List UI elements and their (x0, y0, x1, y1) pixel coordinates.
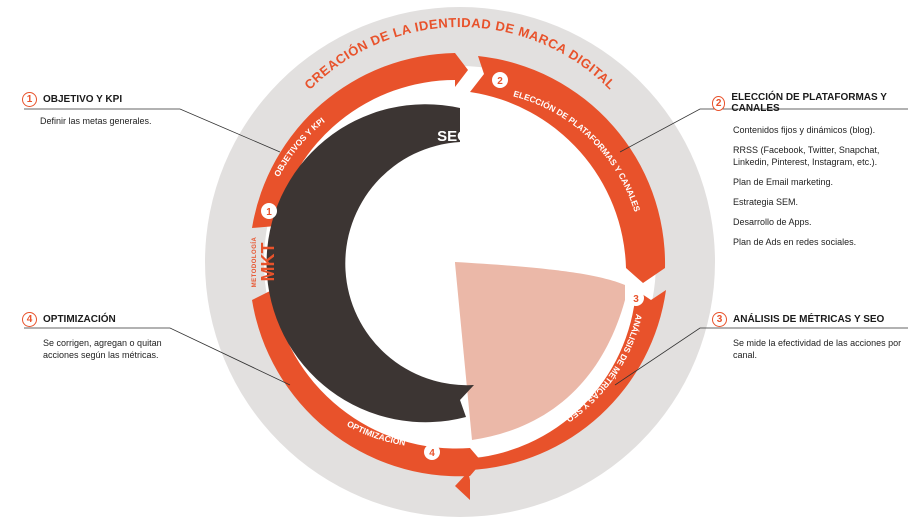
step-3-title: ANÁLISIS DE MÉTRICAS Y SEO (733, 314, 885, 325)
step-2-panel: 2 ELECCIÓN DE PLATAFORMAS Y CANALES Cont… (712, 92, 912, 256)
methodology-mark: METODOLOGÍA MKT (250, 236, 278, 287)
svg-text:MKT: MKT (258, 243, 278, 282)
arc-badge-1: 1 (261, 203, 277, 219)
step-1-title: OBJETIVO Y KPI (43, 94, 123, 105)
step-2-item: Plan de Ads en redes sociales. (733, 237, 857, 247)
svg-text:2: 2 (497, 76, 503, 87)
step-2-title: ELECCIÓN DE PLATAFORMAS Y CANALES (731, 92, 887, 114)
step-3-number: 3 (712, 312, 727, 327)
svg-text:3: 3 (633, 294, 639, 305)
step-2-number: 2 (712, 95, 726, 111)
step-3-desc: Se mide la efectividad de las acciones p… (733, 338, 902, 360)
step-1-desc: Definir las metas generales. (40, 116, 152, 126)
arrow-eleccion (470, 56, 666, 283)
seo-label: SEO (437, 128, 469, 145)
step-3-panel: 3 ANÁLISIS DE MÉTRICAS Y SEO Se mide la … (712, 312, 902, 361)
arc-badge-3: 3 (628, 290, 644, 306)
arrow-analisis (455, 290, 666, 500)
svg-text:4: 4 (429, 448, 435, 459)
step-4-desc: Se corrigen, agregan o quitan acciones s… (43, 338, 162, 360)
step-1-panel: 1 OBJETIVO Y KPI Definir las metas gener… (22, 92, 222, 127)
svg-text:1: 1 (266, 207, 272, 218)
analysis-wedge (455, 262, 625, 440)
step-2-list: Contenidos fijos y dinámicos (blog). RRS… (733, 124, 912, 248)
step-2-item: Estrategia SEM. (733, 197, 799, 207)
step-4-title: OPTIMIZACIÓN (43, 314, 116, 325)
seo-ring (266, 104, 474, 423)
step-4-number: 4 (22, 312, 37, 327)
step-4-panel: 4 OPTIMIZACIÓN Se corrigen, agregan o qu… (22, 312, 172, 361)
step-2-item: Contenidos fijos y dinámicos (blog). (733, 125, 876, 135)
step-2-item: Plan de Email marketing. (733, 177, 834, 187)
arc-badge-4: 4 (424, 444, 440, 460)
step-2-item: RRSS (Facebook, Twitter, Snapchat, Linke… (733, 145, 880, 167)
step-1-number: 1 (22, 92, 37, 107)
leader-lines (24, 108, 908, 386)
arc-badge-2: 2 (492, 72, 508, 88)
step-2-item: Desarrollo de Apps. (733, 217, 812, 227)
svg-text:METODOLOGÍA: METODOLOGÍA (250, 236, 258, 287)
